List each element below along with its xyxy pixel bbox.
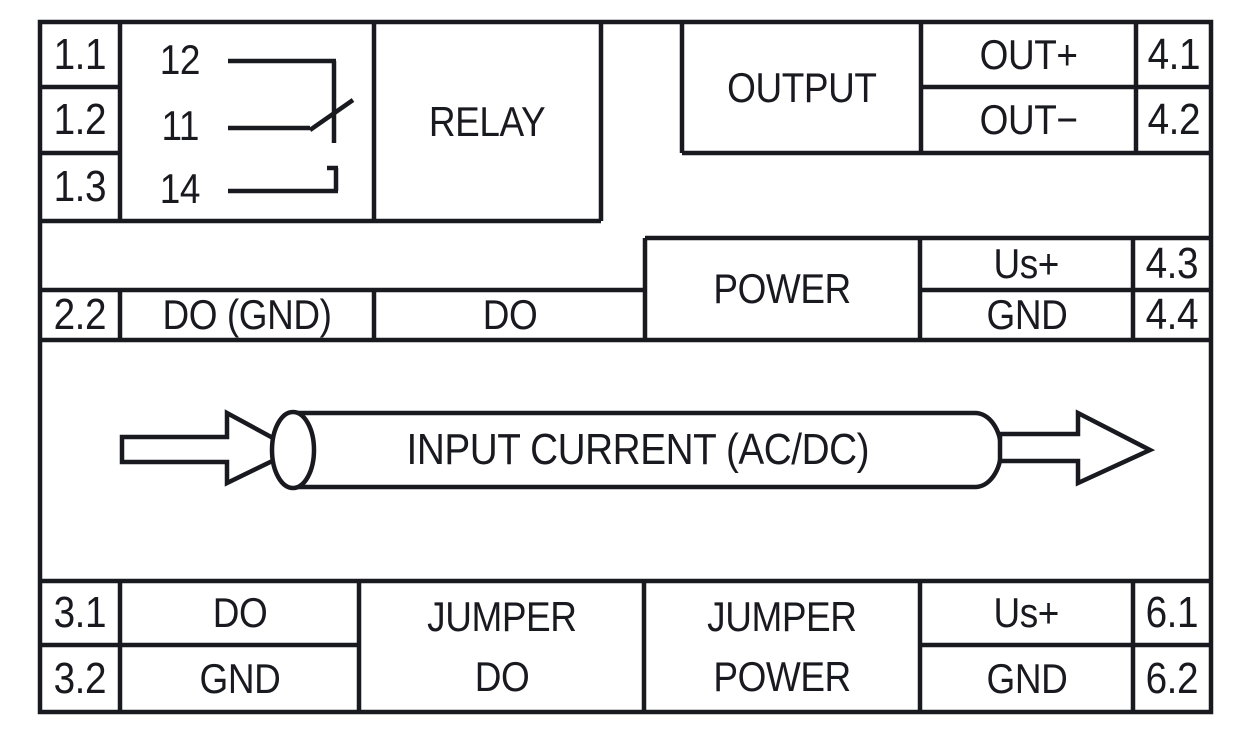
terminal-1-3: 1.3	[53, 162, 107, 211]
jumper-power-cell: JUMPER POWER	[707, 592, 857, 700]
output-box-label: OUTPUT	[726, 63, 877, 111]
terminal-2-2: 2.2	[53, 290, 107, 339]
output-row-lines	[682, 84, 1211, 156]
signal-gnd-top: GND	[986, 291, 1067, 338]
terminal-1-1: 1.1	[53, 29, 107, 79]
outer-frame	[37, 19, 1214, 715]
terminal-4-4: 4.4	[1145, 290, 1199, 339]
terminal-3-2: 3.2	[53, 653, 107, 703]
signal-gnd-bottom-left: GND	[199, 654, 280, 702]
top-block-dividers	[117, 22, 604, 221]
signal-out-minus: OUT−	[979, 96, 1078, 143]
relay-box-label: RELAY	[429, 97, 546, 145]
contact-14-line	[228, 165, 339, 194]
signal-us-plus-top: Us+	[993, 240, 1060, 287]
terminal-4-3: 4.3	[1145, 239, 1199, 288]
bottom-row-lines	[40, 578, 1211, 648]
contact-11-label: 11	[161, 102, 199, 149]
power-box-label: POWER	[713, 265, 852, 312]
signal-do-bottom: DO	[212, 589, 267, 636]
terminal-1-2: 1.2	[53, 95, 107, 144]
signal-do-mid: DO	[482, 291, 537, 338]
terminal-6-1: 6.1	[1145, 588, 1199, 637]
signal-out-plus: OUT+	[979, 30, 1078, 78]
do-row-dividers	[117, 290, 377, 340]
contact-14-label: 14	[159, 165, 201, 212]
relay-contact-symbol	[228, 58, 355, 194]
contact-12-line	[228, 58, 337, 143]
input-current-label: INPUT CURRENT (AC/DC)	[406, 425, 870, 474]
jumper-do-cell: JUMPER DO	[426, 592, 577, 700]
input-current-arrow-right	[997, 409, 1156, 487]
power-row-lines	[40, 235, 1211, 343]
conductor-end-cap	[269, 409, 317, 491]
contact-12-label: 12	[159, 36, 201, 83]
contact-11-line	[228, 98, 355, 132]
signal-us-plus-bottom: Us+	[993, 589, 1060, 636]
terminal-3-1: 3.1	[53, 588, 107, 637]
signal-gnd-bottom-right: GND	[986, 654, 1067, 702]
terminal-4-2: 4.2	[1147, 95, 1200, 144]
signal-do-gnd: DO (GND)	[162, 291, 332, 338]
terminal-4-1: 4.1	[1147, 29, 1200, 79]
input-current-arrow-left	[119, 409, 300, 487]
terminal-6-2: 6.2	[1145, 653, 1199, 703]
terminal-row-lines	[40, 84, 601, 224]
